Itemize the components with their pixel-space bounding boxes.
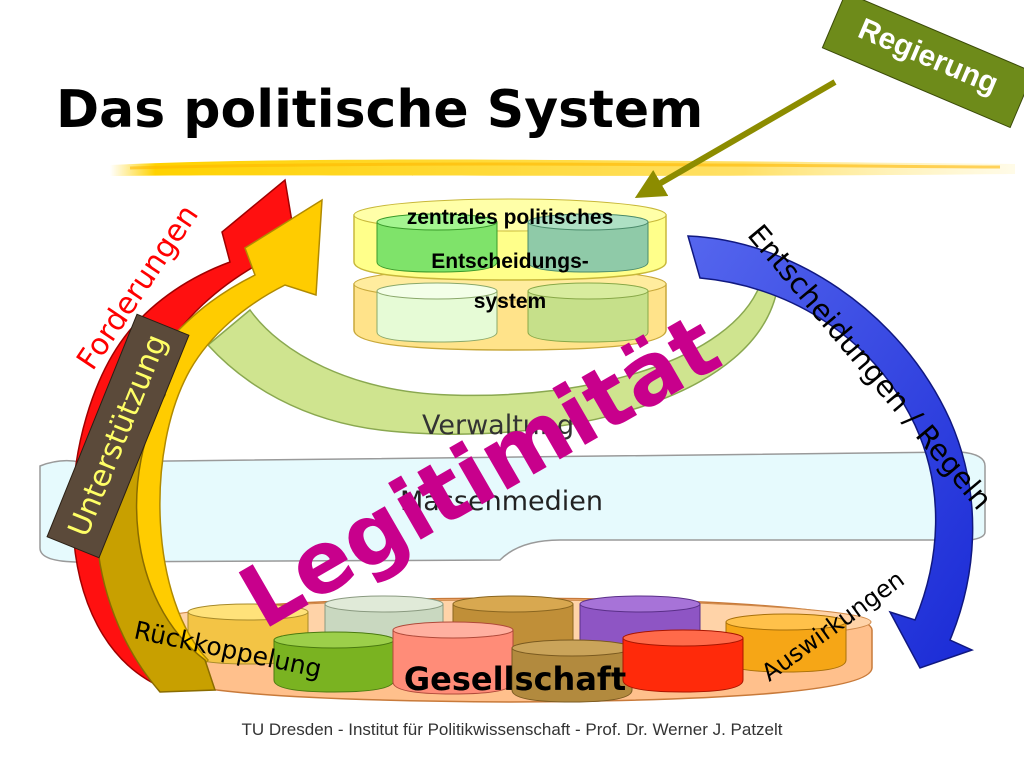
unterstuetzung-label-box bbox=[46, 313, 190, 559]
regierung-connector bbox=[634, 79, 837, 199]
entscheidungen-arrow bbox=[686, 235, 975, 669]
central-system-stack bbox=[353, 198, 667, 351]
slide-footer: TU Dresden - Institut für Politikwissens… bbox=[241, 720, 783, 739]
society-cylinders-front bbox=[273, 621, 744, 703]
gesellschaft-label: Gesellschaft bbox=[403, 660, 627, 698]
regierung-label-box bbox=[821, 0, 1024, 129]
central-system-line-3: system bbox=[473, 290, 547, 313]
central-system-line-2: Entscheidungs- bbox=[431, 250, 589, 273]
massenmedien-label: Massenmedien bbox=[400, 486, 603, 517]
central-system-line-1: zentrales politisches bbox=[406, 206, 614, 229]
slide-title: Das politische System bbox=[56, 80, 704, 140]
verwaltung-arrow bbox=[206, 284, 779, 435]
title-highlight bbox=[110, 159, 1015, 176]
verwaltung-label: Verwaltung bbox=[422, 410, 575, 441]
